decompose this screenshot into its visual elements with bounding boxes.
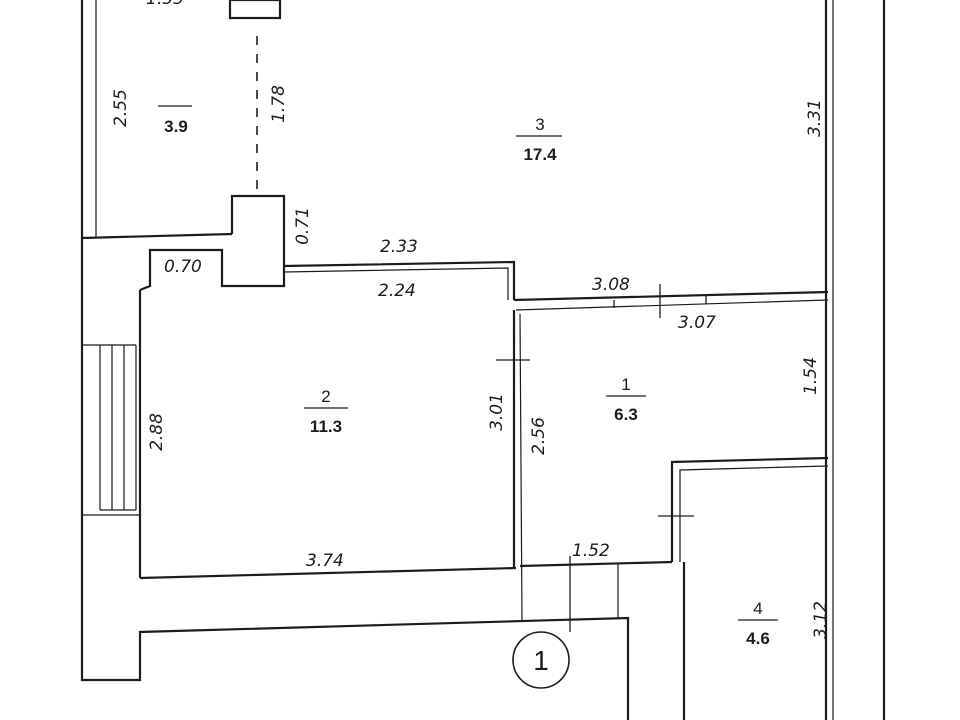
dim-room4-height: 3.12 [811, 601, 831, 639]
dim-room3-height: 3.31 [805, 99, 825, 137]
dim-room1-bottom: 1.52 [572, 541, 610, 561]
walls [80, 0, 886, 720]
dim-room2-height-right: 3.01 [487, 393, 507, 431]
marker-label: 1 [533, 645, 549, 676]
dim-room2-top-outer: 2.33 [380, 237, 418, 257]
room-label-3: 3 17.4 [516, 115, 562, 164]
room-number: 1 [621, 375, 630, 394]
partition-2-1-inner [519, 313, 523, 621]
entrance-marker: 1 [512, 631, 570, 689]
room-number: 4 [753, 599, 762, 618]
dim-room1-height-right: 1.54 [801, 357, 821, 395]
dim-pillar-width: 0.71 [293, 207, 313, 245]
room2-top-wall [283, 260, 516, 300]
room-area: 11.3 [310, 417, 342, 436]
dim-step-width: 0.70 [164, 257, 202, 277]
room-area: 17.4 [523, 145, 557, 164]
room-area: 6.3 [614, 405, 638, 424]
room1-top-wall-inner [515, 299, 829, 311]
room-label-hall: 3.9 [158, 105, 192, 136]
pillar [139, 194, 286, 292]
hall-bottom-wall [81, 232, 233, 240]
room-number: 2 [321, 387, 330, 406]
dimension-labels: 1.55 2.55 1.78 3.31 0.71 0.70 2.33 2.24 … [111, 0, 831, 639]
window [99, 344, 137, 511]
dimension-ticks [496, 284, 707, 632]
room-label-1: 1 6.3 [606, 375, 646, 424]
dim-room1-top-inner: 3.07 [678, 313, 716, 333]
room-label-2: 2 11.3 [304, 387, 348, 436]
dim-room1-top-outer: 3.08 [592, 275, 630, 295]
lower-left-block [80, 238, 630, 720]
room-area: 4.6 [746, 629, 770, 648]
dim-opening-height: 1.78 [269, 85, 289, 123]
room-label-4: 4 4.6 [738, 599, 778, 648]
dim-room1-height-left: 2.56 [529, 417, 549, 455]
room2-bottom-wall [139, 566, 517, 580]
room1-top-wall [513, 290, 829, 302]
room2-top-wall-inner [283, 267, 509, 300]
dim-room2-bottom: 3.74 [306, 551, 344, 571]
marker-circle [512, 631, 570, 689]
room4-top-wall [670, 456, 829, 562]
room1-bottom-wall [519, 560, 673, 568]
dim-room2-height-left: 2.88 [147, 413, 167, 451]
dim-hall-height: 2.55 [111, 89, 131, 127]
dim-room2-top-inner: 2.24 [378, 281, 416, 301]
room-area: 3.9 [164, 117, 188, 136]
dim-top-cut: 1.55 [146, 0, 184, 9]
room-number: 3 [535, 115, 544, 134]
room4-top-wall-inner [679, 465, 829, 562]
top-opening-box [228, 0, 282, 20]
